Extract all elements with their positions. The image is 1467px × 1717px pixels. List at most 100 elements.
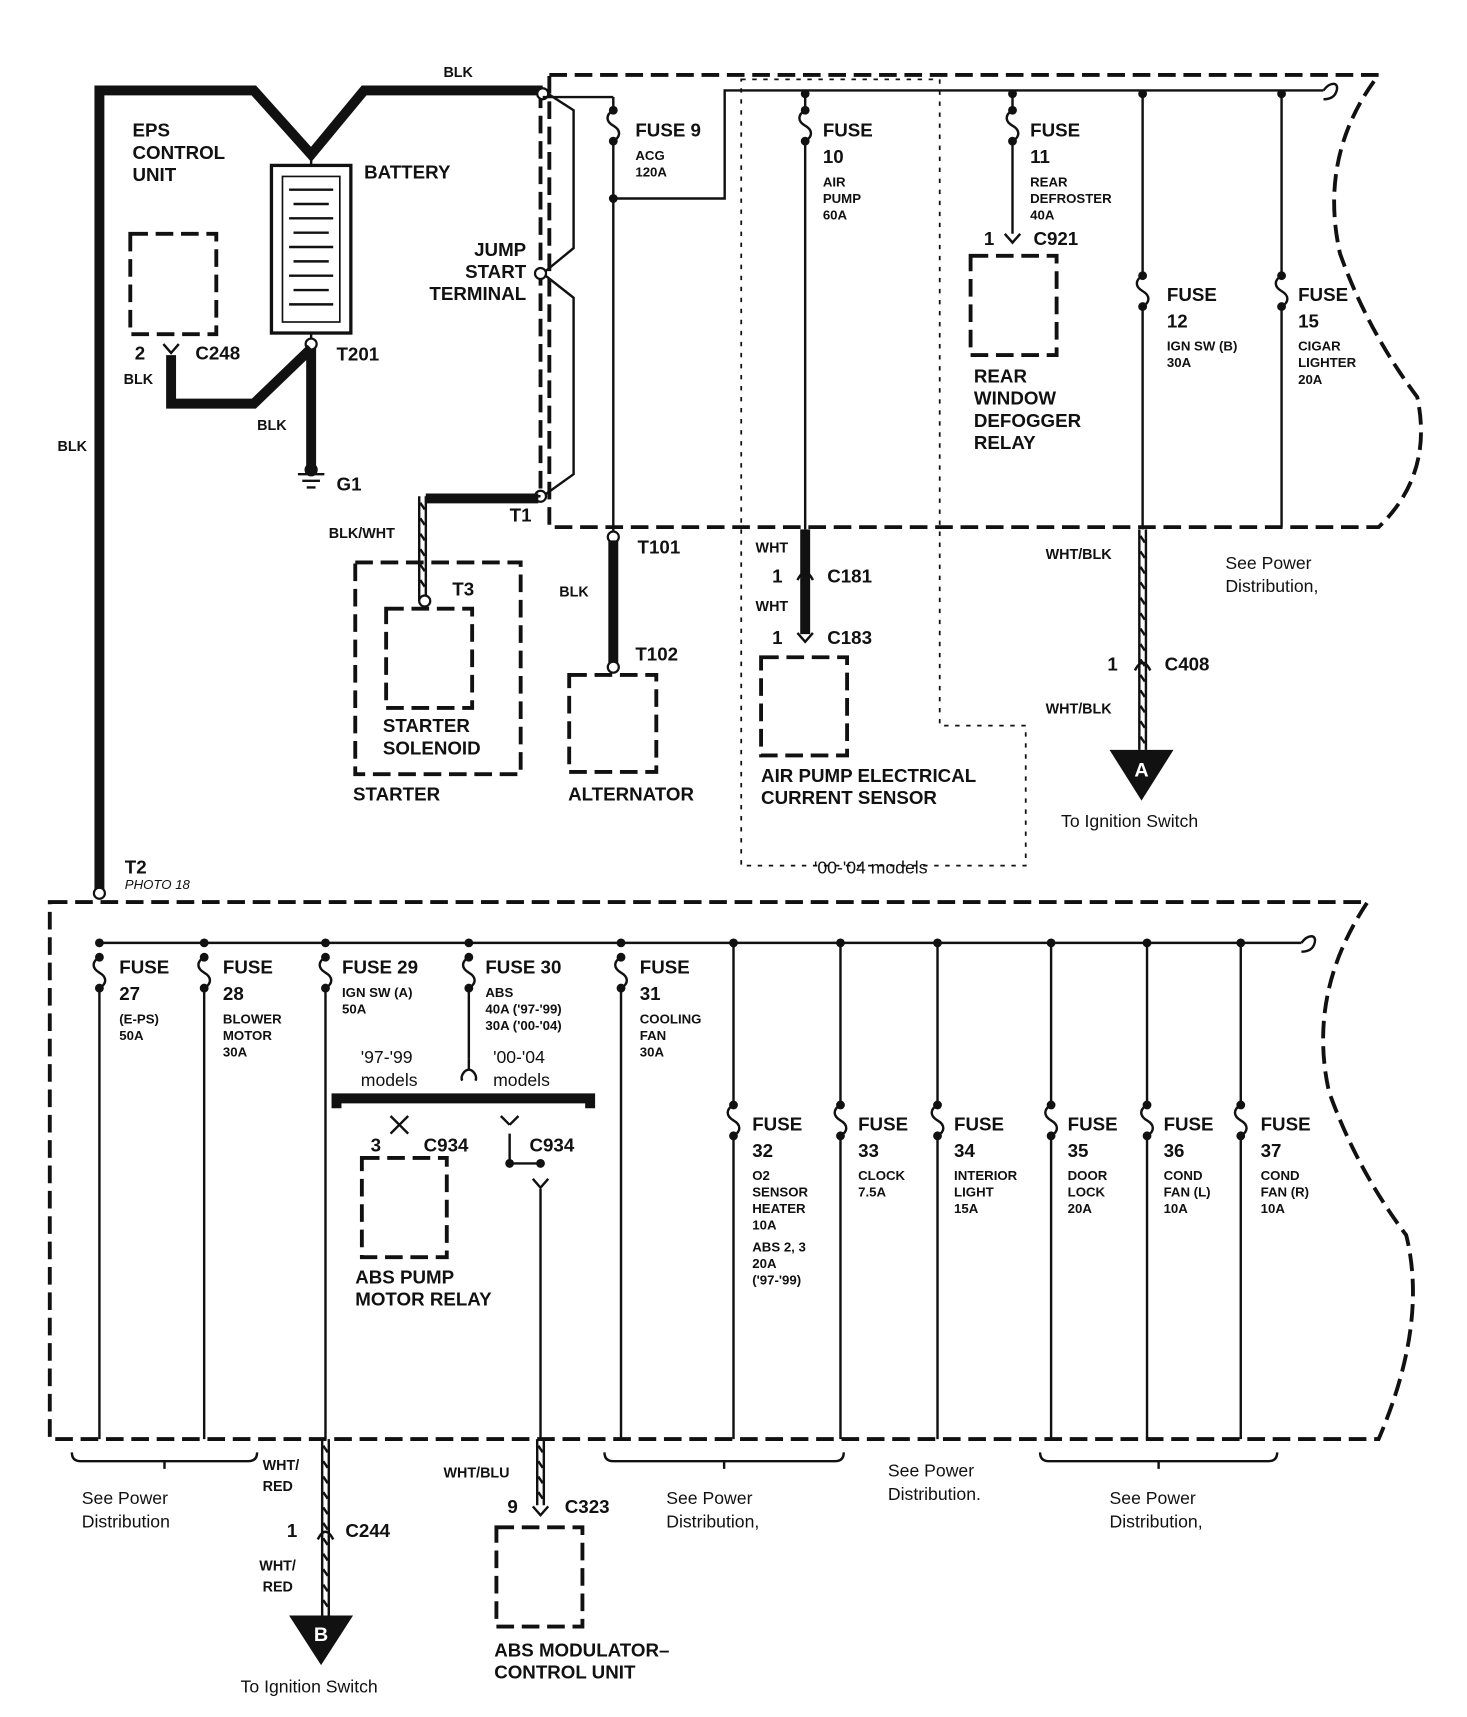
label-components-air-pump-sensor-0: AIR PUMP ELECTRICAL [761, 765, 976, 786]
label-wire-labels-wht-red-2-1: RED [263, 1579, 293, 1595]
label-fuses-f28-big-0: FUSE [223, 957, 273, 978]
c408-connector-icon [1133, 661, 1152, 672]
rear-window-defogger-relay-box [968, 253, 1059, 358]
fuse-box-bus [613, 89, 1324, 200]
fuse-icon [606, 109, 621, 143]
label-fuses-f29-small-1: 50A [342, 1001, 367, 1016]
label-fuses-f32-big-1: 32 [752, 1140, 773, 1161]
label-connectors-c248-pin: 2 [135, 343, 145, 364]
junction-dot [536, 1159, 545, 1168]
label-fuses-f31-big-1: 31 [640, 983, 661, 1004]
label-fuses-f15-big-0: FUSE [1298, 284, 1348, 305]
label-wire-labels-blk-alt: BLK [559, 585, 589, 601]
label-fuses-f36-big-0: FUSE [1164, 1113, 1214, 1134]
label-notes-models-00-0: '00-'04 [493, 1047, 545, 1067]
c934-connector-icon [531, 1178, 550, 1190]
label-connectors-c323-pin: 9 [507, 1496, 517, 1517]
label-notes-see-pd-3-0: See Power [888, 1461, 974, 1481]
fuse-icon [833, 1103, 848, 1137]
junction-dot [616, 983, 626, 993]
fuse-icon [318, 956, 333, 990]
label-fuses-f28-small-1: MOTOR [223, 1028, 272, 1043]
label-fuses-f35-big-0: FUSE [1068, 1113, 1118, 1134]
label-fuses-f34-big-0: FUSE [954, 1113, 1004, 1134]
wire-stripe [537, 1475, 544, 1484]
jump-start-terminal-node [533, 266, 548, 281]
alternator-box [567, 672, 659, 774]
eps-ground-cable-blk [166, 344, 315, 409]
ignition-switch-marker-b-icon [289, 1615, 354, 1666]
label-notes-models-97-1: models [361, 1070, 418, 1090]
junction-dot [321, 983, 330, 993]
label-connectors-c183-pin: 1 [772, 627, 782, 648]
label-connectors-c408-name: C408 [1165, 653, 1210, 674]
junction-dot [933, 1131, 942, 1141]
underhood-fuse-box-upper [547, 73, 1423, 530]
label-fuses-f15-small-1: LIGHTER [1298, 355, 1356, 370]
label-fuses-f15-small-0: CIGAR [1298, 339, 1341, 354]
label-fuses-f28-small-2: 30A [223, 1044, 248, 1059]
label-wire-labels-blk-c248: BLK [124, 372, 154, 388]
wire-stripe [322, 1506, 329, 1515]
label-fuses-f28-big-1: 28 [223, 983, 244, 1004]
label-connectors-c244-name: C244 [345, 1520, 390, 1541]
air-pump-current-sensor-box [759, 655, 850, 758]
junction-dot [464, 983, 474, 993]
label-terminals-t201: T201 [337, 344, 380, 365]
junction-dot [1008, 89, 1017, 99]
t102-node [606, 660, 620, 674]
models-00-04-region [740, 78, 1027, 867]
label-wire-labels-blk-left: BLK [58, 439, 88, 455]
label-notes-see-pd-upper-1: Distribution, [1225, 576, 1318, 596]
label-wire-labels-blk-wht: BLK/WHT [329, 526, 395, 542]
bus-continuation-icon [1300, 935, 1317, 953]
label-fuses-f27-big-1: 27 [119, 983, 140, 1004]
junction-dot [800, 89, 810, 99]
wire-stripe [322, 1583, 329, 1592]
model-selector-bracket [331, 1093, 596, 1109]
label-fuses-f10-small-2: 60A [823, 207, 848, 222]
fuse-icon [92, 956, 107, 990]
wire-stripe [322, 1445, 329, 1454]
fuse-icon [1140, 1103, 1155, 1137]
wire-stripe [322, 1568, 329, 1577]
junction-dot [95, 938, 104, 948]
label-fuses-f34-small-1: LIGHT [954, 1184, 994, 1199]
junction-dot [1142, 1131, 1152, 1141]
junction-dot [199, 983, 209, 993]
label-fuses-f37-big-1: 37 [1261, 1140, 1282, 1161]
label-fuses-f32-big-0: FUSE [752, 1113, 802, 1134]
label-connectors-c921-pin: 1 [984, 228, 994, 249]
label-components-defogger-2: DEFOGGER [974, 410, 1082, 431]
fuse-icon [197, 956, 212, 990]
label-components-defogger-0: REAR [974, 366, 1028, 387]
label-fuses-f28-small-0: BLOWER [223, 1011, 282, 1026]
wire-stripe [1139, 735, 1146, 744]
wire-stripe [1139, 612, 1146, 621]
diagram-labels: BLKBLKBLKBLKBLK/WHTBLKWHTWHTWHT/BLKWHT/B… [58, 65, 1357, 1697]
wire-stripe [322, 1522, 329, 1531]
c248-connector-icon [162, 343, 180, 355]
t3-node [418, 594, 432, 608]
label-fuses-f37-small-2: 10A [1261, 1201, 1286, 1216]
wire-stripe [1139, 597, 1146, 605]
junction-dot [729, 1131, 738, 1141]
label-wire-labels-wht-blu: WHT/BLU [443, 1466, 509, 1482]
label-components-jump-0: JUMP [474, 239, 526, 260]
label-fuses-f36-small-2: 10A [1164, 1201, 1189, 1216]
label-wire-labels-wht-blk-2: WHT/BLK [1046, 701, 1113, 717]
wire-stripe [419, 517, 426, 526]
label-fuses-f15-small-2: 20A [1298, 372, 1323, 387]
label-terminals-photo: PHOTO 18 [125, 877, 191, 892]
label-fuses-f30-small-1: 40A ('97-'99) [485, 1001, 561, 1016]
label-fuses-f9-small-0: ACG [635, 148, 664, 163]
t2-node [92, 886, 107, 900]
label-components-solenoid-1: SOLENOID [383, 737, 481, 758]
label-terminals-t101: T101 [638, 537, 681, 558]
label-fuses-f36-small-0: COND [1164, 1168, 1203, 1183]
see-power-distribution-brace [603, 1452, 845, 1469]
junction-dot [464, 938, 474, 948]
fuse-icon [798, 109, 813, 143]
eps-control-unit-box [128, 231, 219, 337]
